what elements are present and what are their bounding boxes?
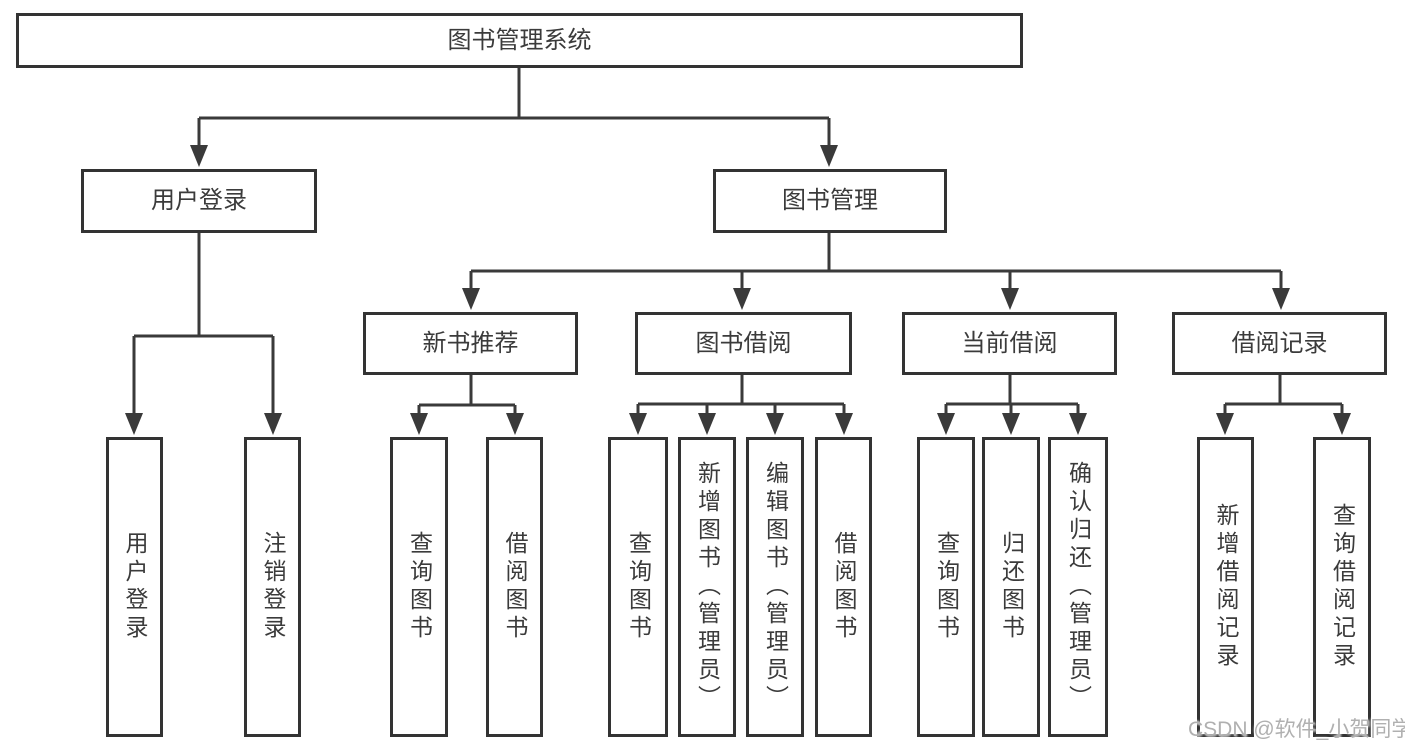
leaf-current-query-books: 查询图书 <box>917 437 975 737</box>
leaf-borrowing-borrow-books: 借阅图书 <box>815 437 872 737</box>
leaf-newbooks-query-books: 查询图书 <box>390 437 448 737</box>
node-new-book-recommend: 新书推荐 <box>363 312 578 375</box>
node-user-login-branch: 用户登录 <box>81 169 317 233</box>
leaf-current-confirm-return-admin: 确认归还（管理员） <box>1048 437 1108 737</box>
csdn-watermark: CSDN @软件_小贺同学 <box>1188 718 1405 741</box>
leaf-current-return-books: 归还图书 <box>982 437 1040 737</box>
leaf-logout: 注销登录 <box>244 437 301 737</box>
leaf-borrowing-edit-books-admin: 编辑图书（管理员） <box>746 437 804 737</box>
leaf-newbooks-borrow-books: 借阅图书 <box>486 437 543 737</box>
leaf-borrowing-add-books-admin: 新增图书（管理员） <box>678 437 736 737</box>
node-book-borrowing: 图书借阅 <box>635 312 852 375</box>
leaf-user-login: 用户登录 <box>106 437 163 737</box>
leaf-records-query-borrow-record: 查询借阅记录 <box>1313 437 1371 737</box>
arrowheads <box>125 145 1351 435</box>
node-book-management-branch: 图书管理 <box>713 169 947 233</box>
node-library-management-system: 图书管理系统 <box>16 13 1023 68</box>
leaf-borrowing-query-books: 查询图书 <box>608 437 668 737</box>
leaf-records-add-borrow-record: 新增借阅记录 <box>1197 437 1254 737</box>
node-current-borrowing: 当前借阅 <box>902 312 1117 375</box>
node-borrowing-records: 借阅记录 <box>1172 312 1387 375</box>
